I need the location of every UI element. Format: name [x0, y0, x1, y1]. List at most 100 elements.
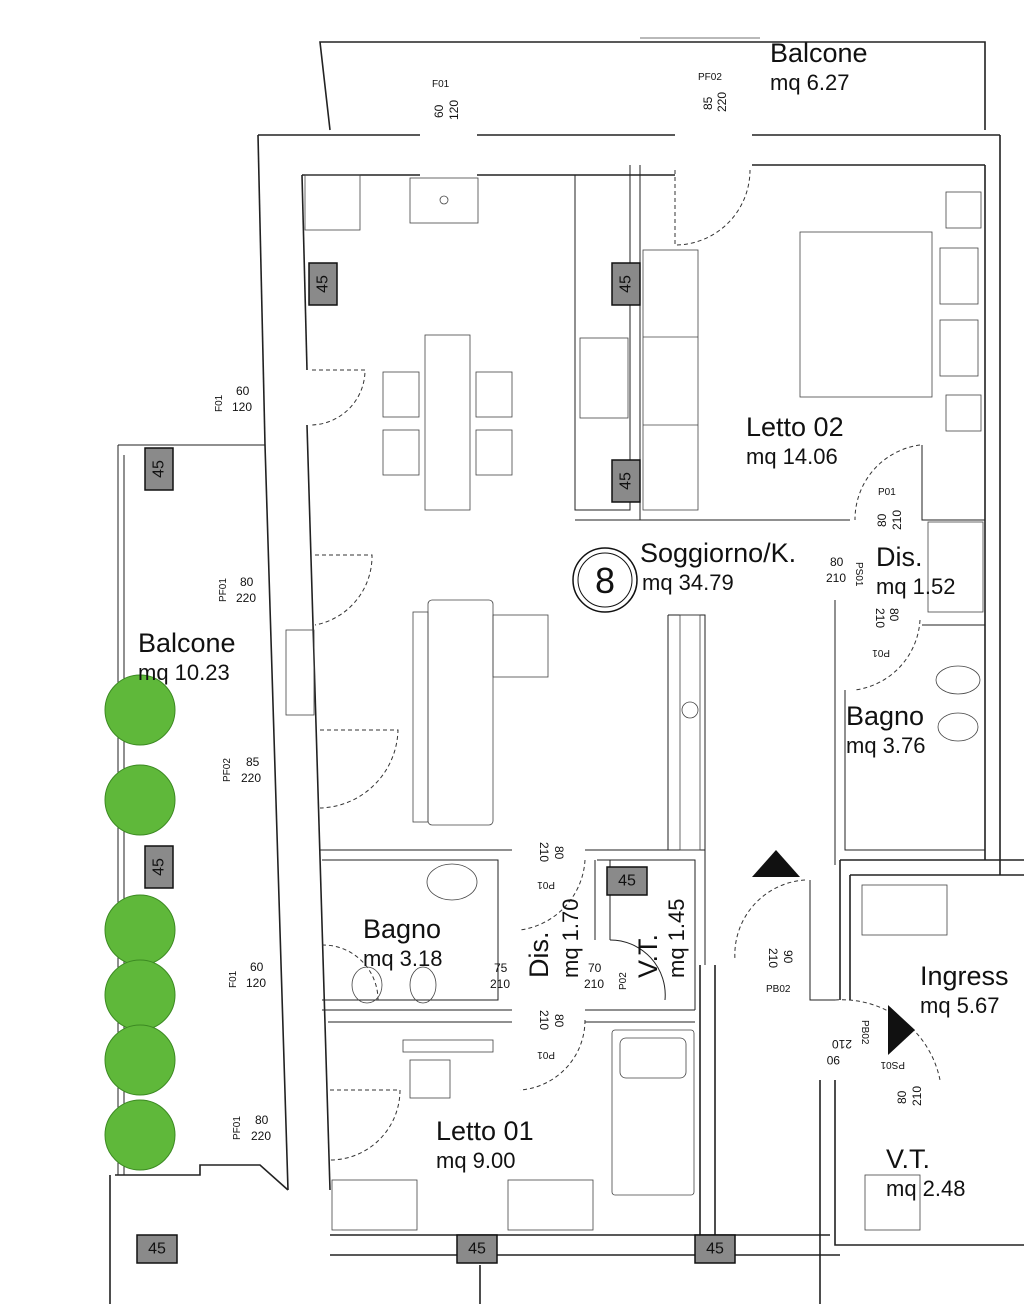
svg-text:90: 90: [826, 1053, 840, 1067]
room-name: Soggiorno/K.: [640, 538, 796, 568]
svg-text:F01: F01: [214, 394, 225, 412]
column-marker: 45: [456, 1234, 498, 1264]
svg-text:210: 210: [890, 510, 904, 530]
svg-text:80: 80: [240, 575, 254, 589]
column-marker: 45: [611, 459, 641, 503]
room-name: Letto 01: [436, 1116, 534, 1146]
svg-text:80: 80: [887, 608, 901, 622]
room-name: Ingress: [920, 961, 1009, 991]
room-name: Dis.: [876, 542, 923, 572]
svg-text:60: 60: [250, 960, 264, 974]
column-marker: 45: [144, 845, 174, 889]
svg-text:P01: P01: [537, 1049, 555, 1060]
room-area: mq 14.06: [746, 444, 838, 469]
room-labels: Balcone mq 6.27 Letto 02 mq 14.06 Soggio…: [138, 38, 1009, 1201]
svg-text:45: 45: [618, 472, 635, 490]
svg-text:80: 80: [552, 846, 566, 860]
svg-text:210: 210: [832, 1037, 852, 1051]
svg-text:45: 45: [618, 275, 635, 293]
svg-text:210: 210: [766, 948, 780, 968]
svg-text:45: 45: [618, 873, 636, 890]
room-name: Balcone: [770, 38, 868, 68]
svg-text:45: 45: [468, 1241, 486, 1258]
tree-icon: [104, 764, 176, 836]
svg-text:45: 45: [706, 1241, 724, 1258]
svg-text:90: 90: [781, 950, 795, 964]
unit-number-badge: 8: [572, 547, 638, 613]
svg-text:45: 45: [151, 858, 168, 876]
room-name: Dis.: [524, 932, 554, 979]
room-area: mq 1.52: [876, 574, 956, 599]
svg-text:PF02: PF02: [222, 758, 233, 782]
svg-text:220: 220: [241, 771, 261, 785]
room-area: mq 6.27: [770, 70, 850, 95]
opening-tag: 90 210 PB02: [826, 1020, 870, 1067]
svg-text:8: 8: [595, 560, 615, 601]
svg-text:210: 210: [537, 842, 551, 862]
entrance-arrow-icon: [888, 1005, 915, 1055]
svg-text:PB02: PB02: [859, 1020, 870, 1045]
room-name: Letto 02: [746, 412, 844, 442]
svg-text:75: 75: [494, 961, 508, 975]
svg-text:F01: F01: [228, 970, 239, 988]
svg-text:120: 120: [246, 976, 266, 990]
room-area: mq 3.76: [846, 733, 926, 758]
room-area: mq 5.67: [920, 993, 1000, 1018]
svg-text:80: 80: [830, 555, 844, 569]
tree-icon: [104, 1024, 176, 1096]
svg-text:210: 210: [584, 977, 604, 991]
svg-text:P01: P01: [872, 647, 890, 658]
svg-text:F01: F01: [432, 79, 450, 90]
room-name: Balcone: [138, 628, 236, 658]
svg-text:220: 220: [236, 591, 256, 605]
tree-icon: [104, 959, 176, 1031]
room-name: Bagno: [846, 701, 924, 731]
svg-text:210: 210: [490, 977, 510, 991]
column-marker: 45: [308, 262, 338, 306]
svg-text:P01: P01: [537, 879, 555, 890]
svg-text:PF01: PF01: [218, 578, 229, 602]
room-area: mq 1.45: [664, 899, 689, 979]
svg-text:45: 45: [315, 275, 332, 293]
svg-text:220: 220: [251, 1129, 271, 1143]
room-area: mq 10.23: [138, 660, 230, 685]
room-area: mq 2.48: [886, 1176, 966, 1201]
svg-text:80: 80: [895, 1090, 909, 1104]
svg-text:60: 60: [432, 104, 446, 118]
svg-text:85: 85: [246, 755, 260, 769]
opening-tag: PF02 85 220: [222, 755, 261, 785]
room-area: mq 3.18: [363, 946, 443, 971]
column-marker: 45: [611, 262, 641, 306]
exterior-walls: [109, 134, 1024, 1304]
column-marker: 45: [606, 866, 648, 896]
svg-text:80: 80: [875, 513, 889, 527]
svg-text:60: 60: [236, 384, 250, 398]
svg-text:PF02: PF02: [698, 72, 722, 83]
column-markers: 45 45 45 45 45 45 45 45 45: [136, 262, 736, 1264]
svg-text:PS01: PS01: [853, 562, 864, 587]
column-marker: 45: [144, 447, 174, 491]
furniture: [285, 174, 984, 1231]
svg-text:120: 120: [232, 400, 252, 414]
svg-text:P01: P01: [878, 487, 896, 498]
svg-text:45: 45: [148, 1241, 166, 1258]
tree-icon: [104, 674, 176, 746]
svg-text:120: 120: [447, 100, 461, 120]
tree-icon: [104, 894, 176, 966]
room-area: mq 34.79: [642, 570, 734, 595]
balcony-top-outline: [319, 37, 986, 131]
room-name: V.T.: [633, 934, 663, 978]
column-marker: 45: [694, 1234, 736, 1264]
